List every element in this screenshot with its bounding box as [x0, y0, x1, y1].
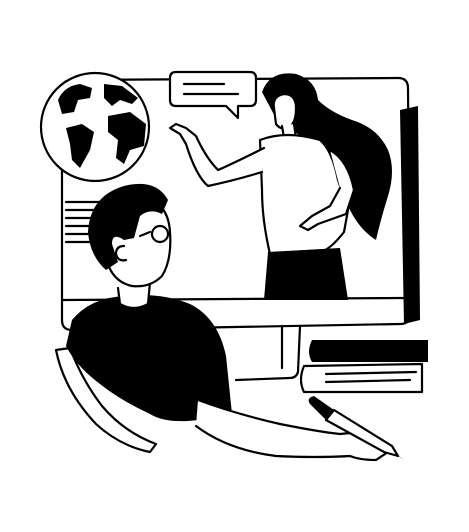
pen-icon [308, 396, 404, 460]
book-stack-icon [299, 340, 428, 394]
speech-bubble-icon [168, 70, 258, 120]
globe-icon [39, 71, 151, 183]
student-figure [54, 183, 390, 462]
teacher-figure [168, 73, 392, 300]
